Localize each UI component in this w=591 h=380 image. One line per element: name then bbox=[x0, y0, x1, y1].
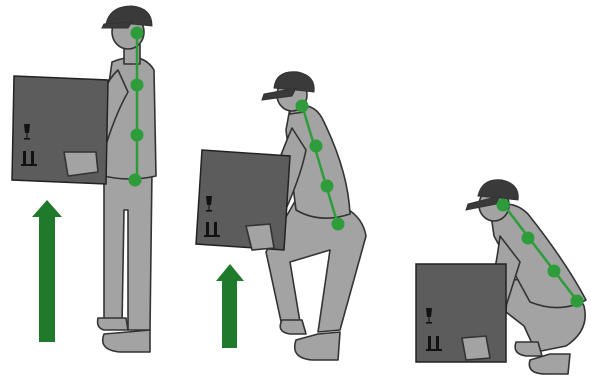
hand-crouching bbox=[462, 336, 490, 360]
hand-standing bbox=[64, 152, 98, 176]
up-arrow-middle bbox=[216, 264, 244, 348]
box-crouching bbox=[416, 264, 506, 362]
up-arrow-left bbox=[32, 200, 62, 342]
box-squatting bbox=[196, 150, 290, 250]
